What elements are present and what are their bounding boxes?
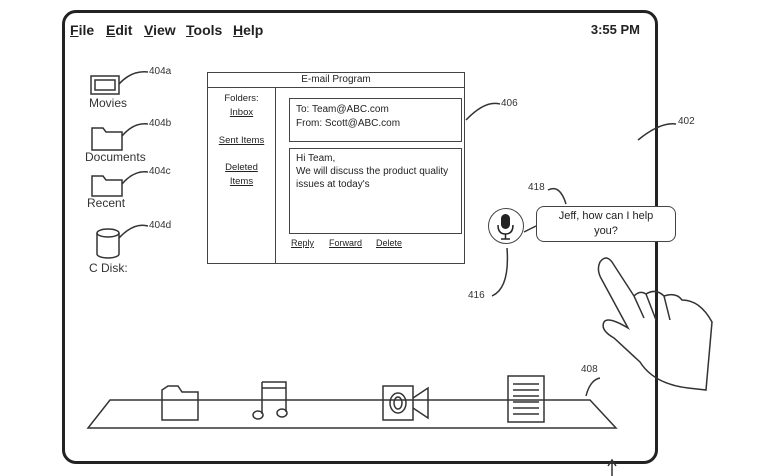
document-icon[interactable] [507, 375, 545, 423]
ref-404b: 404b [149, 118, 172, 129]
menu-file[interactable]: File [70, 22, 95, 38]
music-icon[interactable] [252, 381, 288, 420]
email-to: To: Team@ABC.com [296, 104, 389, 115]
ref-402: 402 [678, 116, 695, 127]
desktop-label-recent[interactable]: Recent [87, 196, 126, 210]
folders-label: Folders: [224, 93, 259, 104]
disk-icon[interactable] [96, 228, 120, 259]
folder-icon[interactable] [91, 127, 123, 151]
microphone-icon [497, 214, 514, 240]
leader-404b [121, 123, 149, 137]
ref-404d: 404d [149, 220, 172, 231]
forward-button[interactable]: Forward [329, 238, 363, 248]
hand-icon [597, 257, 713, 391]
folders-pane: Folders: Inbox Sent Items Deleted Items [208, 87, 276, 263]
leader-404a [118, 71, 149, 85]
folder-icon[interactable] [91, 175, 123, 197]
leader-404c [121, 171, 149, 185]
email-from: From: Scott@ABC.com [296, 118, 401, 129]
ref-404c: 404c [149, 166, 171, 177]
menu-tools[interactable]: Tools [186, 22, 223, 38]
leader-402 [637, 123, 677, 141]
menu-bar: File Edit View Tools Help 3:55 PM [70, 22, 640, 44]
leader-416 [491, 247, 509, 297]
leader-404d [118, 224, 149, 239]
bubble-tail [523, 225, 537, 233]
delete-button[interactable]: Delete [376, 238, 403, 248]
bubble-line: Jeff, how can I help [558, 210, 654, 222]
folder-deleted[interactable]: Deleted [225, 162, 258, 173]
folder-inbox[interactable]: Inbox [229, 107, 254, 118]
dock-bar [86, 399, 618, 429]
reply-button[interactable]: Reply [291, 238, 315, 248]
email-body[interactable]: Hi Team, We will discuss the product qua… [289, 148, 462, 234]
ref-418: 418 [528, 182, 545, 193]
ref-406: 406 [501, 98, 518, 109]
arrow-indicator [607, 458, 617, 476]
video-camera-icon[interactable] [382, 385, 429, 421]
assistant-speech-bubble: Jeff, how can I help you? [536, 206, 676, 242]
desktop-label-movies[interactable]: Movies [89, 96, 128, 110]
email-body-line: Hi Team, [296, 153, 336, 164]
email-header-box: To: Team@ABC.com From: Scott@ABC.com [289, 98, 462, 142]
desktop-label-documents[interactable]: Documents [85, 150, 146, 164]
folder-deleted-items[interactable]: Items [229, 176, 254, 187]
desktop-label-c-disk[interactable]: C Disk: [89, 261, 128, 275]
dock-folder-icon[interactable] [161, 385, 199, 421]
email-body-line: issues at today's [296, 179, 370, 190]
email-window[interactable]: E-mail Program Folders: Inbox Sent Items… [207, 72, 465, 264]
leader-406 [465, 102, 501, 121]
bubble-line: you? [594, 225, 618, 237]
microphone-button[interactable] [488, 208, 524, 244]
leader-408 [585, 377, 601, 397]
email-window-title: E-mail Program [208, 73, 464, 88]
menu-view[interactable]: View [144, 22, 176, 38]
ref-408: 408 [581, 364, 598, 375]
leader-418 [547, 187, 567, 205]
clock: 3:55 PM [590, 22, 640, 37]
ref-416: 416 [468, 290, 485, 301]
menu-edit[interactable]: Edit [106, 22, 133, 38]
email-body-line: We will discuss the product quality [296, 166, 449, 177]
menu-help[interactable]: Help [233, 22, 264, 38]
film-icon[interactable] [90, 75, 120, 95]
ref-404a: 404a [149, 66, 172, 77]
folder-sent-items[interactable]: Sent Items [218, 135, 265, 146]
